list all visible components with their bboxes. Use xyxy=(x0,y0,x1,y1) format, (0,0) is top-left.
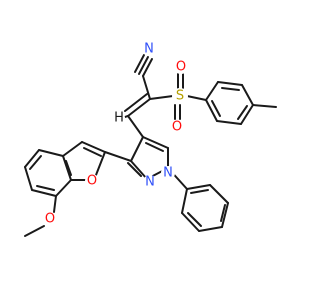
atom-pyrazole-n1: N xyxy=(161,166,175,181)
alkene-double-bond xyxy=(124,93,151,117)
atom-vinyl-h: H xyxy=(113,111,125,126)
atom-label-layer: N S O O H N N O xyxy=(43,42,188,227)
tolyl-ring xyxy=(205,81,254,125)
furan-ring xyxy=(62,141,106,181)
atom-sulfonyl-o-top: O xyxy=(174,60,188,75)
sulfonyl-o-bottom xyxy=(174,104,181,120)
bond-alkene-to-sulfur xyxy=(149,95,174,100)
svg-text:O: O xyxy=(172,120,182,135)
svg-text:O: O xyxy=(87,174,97,189)
atom-furan-o: O xyxy=(85,174,99,189)
atom-sulfur: S xyxy=(172,88,188,104)
bond-layer xyxy=(24,54,277,237)
benzofuran-benzene-ring xyxy=(24,149,72,197)
svg-text:H: H xyxy=(114,111,124,126)
atom-methoxy-o: O xyxy=(43,212,57,227)
svg-text:S: S xyxy=(176,89,184,104)
bond-cn-to-alkene xyxy=(142,75,151,100)
atom-pyrazole-n2: N xyxy=(143,175,157,190)
bond-pyrazole-to-benzofuran xyxy=(104,151,132,162)
bond-sulfur-to-tolyl xyxy=(186,95,207,101)
svg-text:N: N xyxy=(163,166,173,181)
svg-text:O: O xyxy=(176,60,186,75)
bond-vinyl-to-pyrazole xyxy=(127,115,144,138)
svg-text:N: N xyxy=(145,175,155,190)
atom-sulfonyl-o-bottom: O xyxy=(170,120,184,135)
molecule-structure: N S O O H N N O xyxy=(24,42,277,237)
bond-methoxy-o-to-methyl xyxy=(24,225,45,237)
svg-text:N: N xyxy=(144,42,154,57)
sulfonyl-o-top xyxy=(177,73,184,89)
bond-c7-to-methoxy-o xyxy=(53,195,57,213)
nitrile-triple-bond xyxy=(134,54,153,77)
atom-nitrile-n: N xyxy=(142,42,156,57)
phenyl-ring xyxy=(181,184,229,232)
svg-text:O: O xyxy=(45,212,55,227)
bond-tolyl-methyl xyxy=(252,104,277,108)
